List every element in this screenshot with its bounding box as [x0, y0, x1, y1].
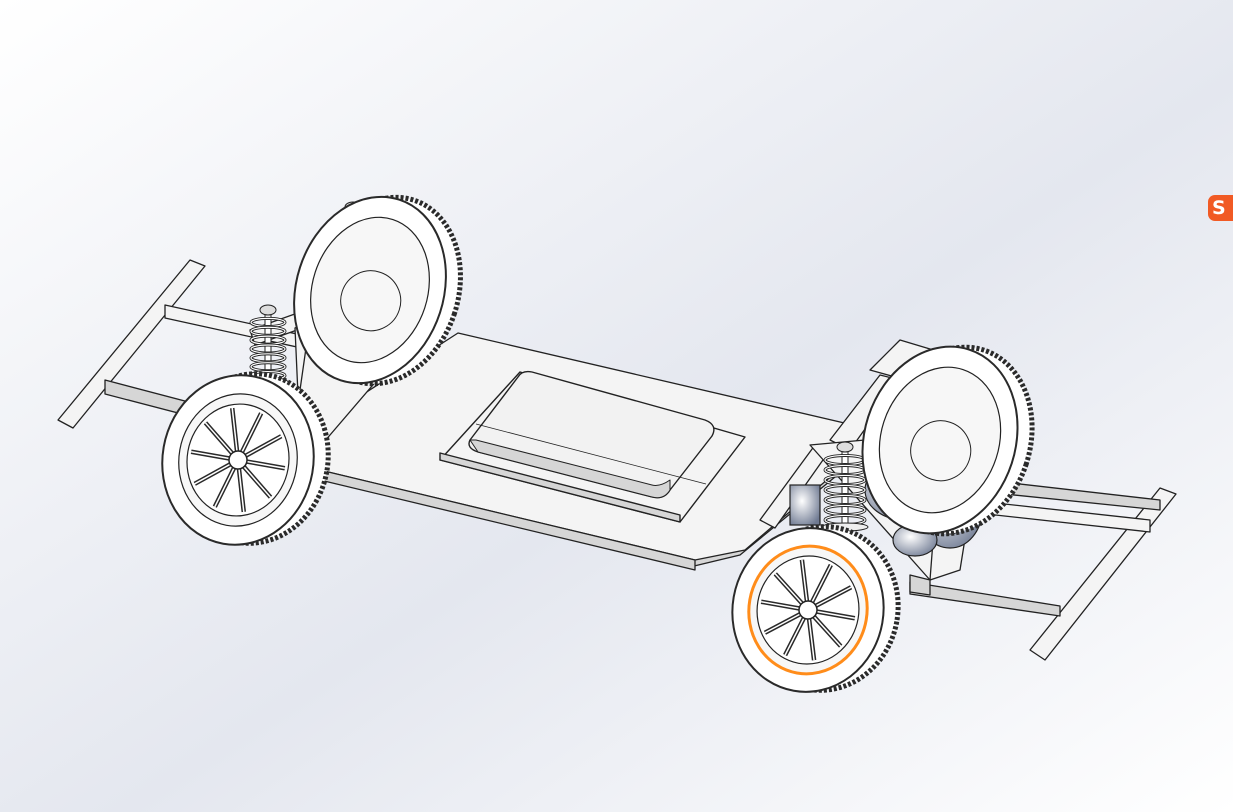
wheel-rear-near[interactable]: [149, 359, 342, 559]
wheel-front-far[interactable]: [839, 323, 1056, 558]
battery-pack[interactable]: [439, 370, 746, 523]
wheel-rear-far[interactable]: [271, 173, 484, 407]
wheels[interactable]: [149, 173, 1056, 706]
sogou-ime-icon: S: [1212, 197, 1226, 219]
ime-indicator[interactable]: S: [1208, 195, 1233, 221]
spring-front-near[interactable]: [821, 441, 869, 532]
wheel-front-near[interactable]: [719, 512, 911, 706]
